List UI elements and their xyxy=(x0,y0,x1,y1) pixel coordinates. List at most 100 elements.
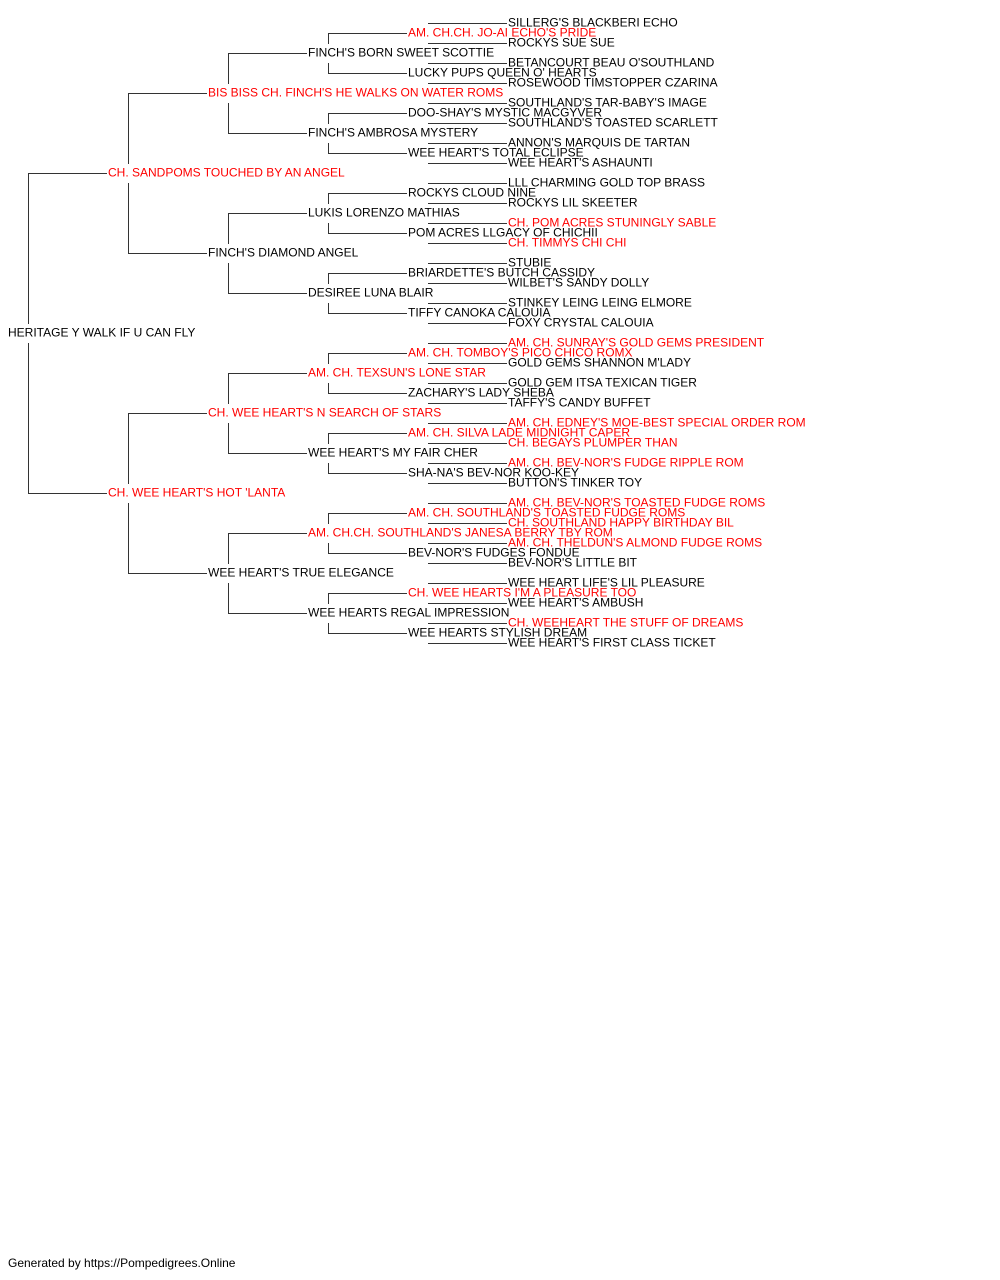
pedigree-name-gen4: DOO-SHAY'S MYSTIC MACGYVER xyxy=(408,106,602,120)
pedigree-name-gen5: WEE HEART'S AMBUSH xyxy=(508,596,643,610)
pedigree-name-gen5: SOUTHLAND'S TOASTED SCARLETT xyxy=(508,116,719,130)
dam-connector xyxy=(28,343,107,494)
dam-connector xyxy=(428,483,507,484)
dam-connector xyxy=(428,43,507,44)
pedigree-name-gen5: GOLD GEMS SHANNON M'LADY xyxy=(508,356,691,370)
sire-connector xyxy=(128,93,207,164)
pedigree-name-gen3: AM. CH. TEXSUN'S LONE STAR xyxy=(308,366,486,380)
dam-connector xyxy=(328,543,407,554)
sire-connector xyxy=(428,303,507,304)
pedigree-name-gen5: AM. CH. BEV-NOR'S FUDGE RIPPLE ROM xyxy=(508,456,744,470)
pedigree-name-gen5: WEE HEART'S FIRST CLASS TICKET xyxy=(508,636,716,650)
dam-connector xyxy=(428,443,507,444)
dam-connector xyxy=(428,283,507,284)
pedigree-name-gen5: ROCKYS SUE SUE xyxy=(508,36,615,50)
pedigree-name-gen3: WEE HEARTS REGAL IMPRESSION xyxy=(308,606,509,620)
dam-connector xyxy=(428,163,507,164)
pedigree-name-gen5: WILBET'S SANDY DOLLY xyxy=(508,276,649,290)
dam-connector xyxy=(228,423,307,454)
dam-connector xyxy=(428,323,507,324)
pedigree-name-gen5: BUTTON'S TINKER TOY xyxy=(508,476,642,490)
sire-connector xyxy=(428,343,507,344)
pedigree-name-gen5: CH. SOUTHLAND HAPPY BIRTHDAY BIL xyxy=(508,516,734,530)
pedigree-name-gen5: ROCKYS LIL SKEETER xyxy=(508,196,638,210)
pedigree-name-gen5: AM. CH. SUNRAY'S GOLD GEMS PRESIDENT xyxy=(508,336,765,350)
pedigree-name-gen5: ANNON'S MARQUIS DE TARTAN xyxy=(508,136,690,150)
pedigree-name-gen5: CH. TIMMYS CHI CHI xyxy=(508,236,626,250)
sire-connector xyxy=(428,263,507,264)
pedigree-name-gen5: BEV-NOR'S LITTLE BIT xyxy=(508,556,638,570)
dam-connector xyxy=(428,83,507,84)
sire-connector xyxy=(428,583,507,584)
sire-connector xyxy=(128,413,207,484)
pedigree-name-gen5: CH. WEEHEART THE STUFF OF DREAMS xyxy=(508,616,743,630)
footer-credit: Generated by https://Pompedigrees.Online xyxy=(8,1256,236,1270)
sire-connector xyxy=(328,513,407,524)
sire-connector xyxy=(228,373,307,404)
sire-connector xyxy=(428,223,507,224)
pedigree-name-gen2: BIS BISS CH. FINCH'S HE WALKS ON WATER R… xyxy=(208,86,503,100)
pedigree-name-gen2: CH. WEE HEART'S N SEARCH OF STARS xyxy=(208,406,441,420)
pedigree-name-gen4: AM. CH. SOUTHLAND'S TOASTED FUDGE ROMS xyxy=(408,506,685,520)
dam-connector xyxy=(128,503,207,574)
pedigree-name-gen5: STUBIE xyxy=(508,256,551,270)
sire-connector xyxy=(428,63,507,64)
dam-connector xyxy=(428,243,507,244)
dam-connector xyxy=(428,203,507,204)
pedigree-name-gen4: WEE HEART'S TOTAL ECLIPSE xyxy=(408,146,584,160)
dam-connector xyxy=(428,403,507,404)
pedigree-name-gen5: WEE HEART'S ASHAUNTI xyxy=(508,156,653,170)
pedigree-name-gen1: CH. WEE HEART'S HOT 'LANTA xyxy=(108,486,285,500)
sire-connector xyxy=(428,423,507,424)
dam-connector xyxy=(228,263,307,294)
pedigree-name-gen5: STINKEY LEING LEING ELMORE xyxy=(508,296,692,310)
dam-connector xyxy=(228,583,307,614)
pedigree-name-gen5: GOLD GEM ITSA TEXICAN TIGER xyxy=(508,376,697,390)
dam-connector xyxy=(428,603,507,604)
dam-connector xyxy=(328,223,407,234)
sire-connector xyxy=(328,113,407,124)
pedigree-name-gen5: AM. CH. EDNEY'S MOE-BEST SPECIAL ORDER R… xyxy=(508,416,806,430)
pedigree-name-gen4: CH. WEE HEARTS I'M A PLEASURE TOO xyxy=(408,586,636,600)
pedigree-name-gen4: ZACHARY'S LADY SHEBA xyxy=(408,386,554,400)
sire-connector xyxy=(428,103,507,104)
sire-connector xyxy=(228,53,307,84)
pedigree-name-gen5: CH. POM ACRES STUNINGLY SABLE xyxy=(508,216,716,230)
pedigree-name-gen4: AM. CH.CH. JO-AI ECHO'S PRIDE xyxy=(408,26,596,40)
pedigree-name-gen4: AM. CH. SILVA LADE MIDNIGHT CAPER xyxy=(408,426,630,440)
dam-connector xyxy=(428,563,507,564)
dam-connector xyxy=(328,143,407,154)
sire-connector xyxy=(428,623,507,624)
dam-connector xyxy=(128,183,207,254)
pedigree-name-gen3: LUKIS LORENZO MATHIAS xyxy=(308,206,460,220)
pedigree-name-gen4: BRIARDETTE'S BUTCH CASSIDY xyxy=(408,266,595,280)
pedigree-name-gen5: FOXY CRYSTAL CALOUIA xyxy=(508,316,654,330)
sire-connector xyxy=(228,533,307,564)
pedigree-name-gen1: CH. SANDPOMS TOUCHED BY AN ANGEL xyxy=(108,166,345,180)
pedigree-name-gen5: AM. CH. BEV-NOR'S TOASTED FUDGE ROMS xyxy=(508,496,765,510)
sire-connector xyxy=(428,143,507,144)
pedigree-name-gen5: TAFFY'S CANDY BUFFET xyxy=(508,396,651,410)
dam-connector xyxy=(428,363,507,364)
dam-connector xyxy=(428,523,507,524)
pedigree-name-gen3: FINCH'S AMBROSA MYSTERY xyxy=(308,126,478,140)
pedigree-name-gen3: FINCH'S BORN SWEET SCOTTIE xyxy=(308,46,494,60)
pedigree-name-gen2: FINCH'S DIAMOND ANGEL xyxy=(208,246,359,260)
pedigree-name-gen5: SILLERG'S BLACKBERI ECHO xyxy=(508,16,678,30)
dam-connector xyxy=(428,123,507,124)
sire-connector xyxy=(328,193,407,204)
pedigree-name-gen0: HERITAGE Y WALK IF U CAN FLY xyxy=(8,326,195,340)
sire-connector xyxy=(328,593,407,604)
pedigree-name-gen4: POM ACRES LLGACY OF CHICHII xyxy=(408,226,598,240)
pedigree-name-gen4: AM. CH. TOMBOY'S PICO CHICO ROMX xyxy=(408,346,633,360)
pedigree-name-gen5: SOUTHLAND'S TAR-BABY'S IMAGE xyxy=(508,96,707,110)
pedigree-name-gen3: AM. CH.CH. SOUTHLAND'S JANESA BERRY TBY … xyxy=(308,526,613,540)
sire-connector xyxy=(328,273,407,284)
pedigree-name-gen5: ROSEWOOD TIMSTOPPER CZARINA xyxy=(508,76,718,90)
pedigree-name-gen3: WEE HEART'S MY FAIR CHER xyxy=(308,446,478,460)
pedigree-name-gen5: CH. BEGAYS PLUMPER THAN xyxy=(508,436,678,450)
pedigree-name-gen4: WEE HEARTS STYLISH DREAM xyxy=(408,626,587,640)
dam-connector xyxy=(328,63,407,74)
sire-connector xyxy=(428,23,507,24)
